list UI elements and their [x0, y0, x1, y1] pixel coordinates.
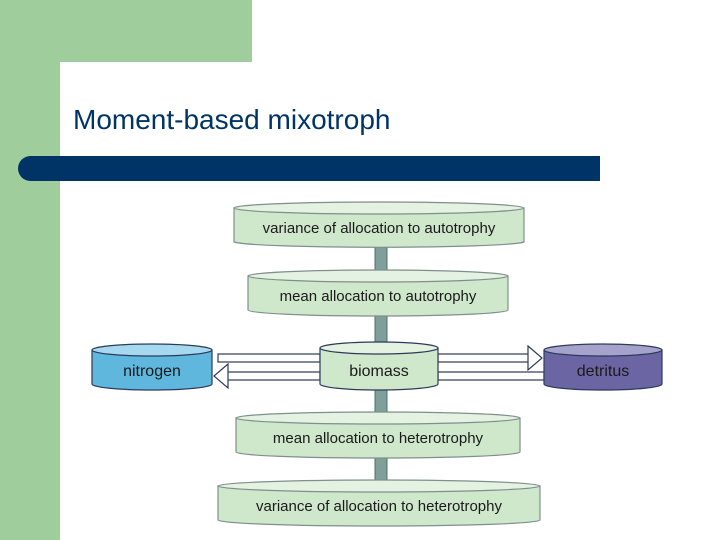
label-detritus: detritus — [577, 363, 629, 380]
node-mean-heterotrophy: mean allocation to heterotrophy — [235, 411, 521, 459]
label-variance-autotrophy: variance of allocation to autotrophy — [263, 220, 496, 237]
node-variance-autotrophy: variance of allocation to autotrophy — [233, 201, 525, 248]
connector-biomass-to-mean-hetero — [374, 387, 388, 415]
node-biomass: biomass — [319, 341, 439, 391]
accent-strip-left — [0, 0, 60, 540]
title-underline-bar — [18, 156, 600, 181]
arrow-detritus-to-biomass — [437, 371, 545, 381]
arrow-biomass-to-detritus — [437, 344, 543, 372]
label-variance-heterotrophy: variance of allocation to heterotrophy — [256, 498, 502, 515]
connector-mean-auto-to-biomass — [374, 313, 388, 345]
arrow-biomass-to-nitrogen — [213, 362, 321, 390]
node-variance-heterotrophy: variance of allocation to heterotrophy — [217, 479, 541, 527]
node-detritus: detritus — [543, 343, 663, 391]
node-mean-autotrophy: mean allocation to autotrophy — [247, 269, 509, 317]
label-mean-heterotrophy: mean allocation to heterotrophy — [273, 430, 484, 447]
label-mean-autotrophy: mean allocation to autotrophy — [280, 288, 477, 305]
connector-var-auto-to-mean-auto — [374, 245, 388, 273]
node-nitrogen: nitrogen — [91, 343, 213, 391]
arrow-nitrogen-to-biomass — [217, 353, 321, 363]
slide-title: Moment-based mixotroph — [73, 104, 391, 135]
label-biomass: biomass — [349, 363, 409, 380]
label-nitrogen: nitrogen — [123, 363, 181, 380]
